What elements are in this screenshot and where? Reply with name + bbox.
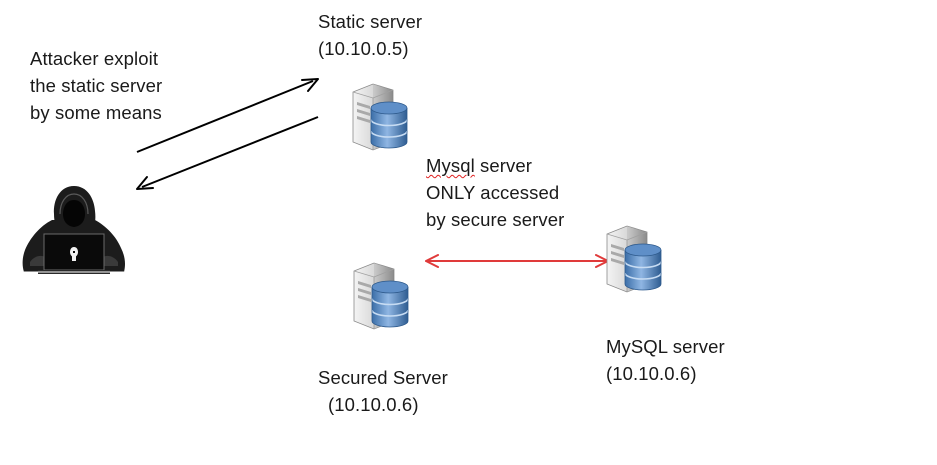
note-line-1-rest: server [474, 155, 533, 176]
static-to-attacker-arrow [136, 116, 319, 190]
secured-server-ip: (10.10.0.6) [328, 394, 419, 415]
attacker-line-1: Attacker exploit [30, 48, 159, 69]
static-server-icon [352, 83, 408, 151]
mysql-access-note: Mysql server ONLY accessed by secure ser… [426, 152, 564, 233]
mysql-server-ip: (10.10.0.6) [606, 363, 697, 384]
static-server-ip: (10.10.0.5) [318, 38, 409, 59]
static-server-label: Static server (10.10.0.5) [318, 8, 422, 62]
spellcheck-word: Mysql [426, 155, 475, 176]
note-line-2: ONLY accessed [426, 182, 560, 203]
static-server-name: Static server [318, 11, 423, 32]
note-line-3: by secure server [426, 209, 565, 230]
attacker-line-2: the static server [30, 75, 163, 96]
secured-server-label: Secured Server (10.10.0.6) [318, 364, 448, 418]
mysql-server-label: MySQL server (10.10.0.6) [606, 333, 725, 387]
note-line-1: Mysql server [426, 152, 564, 179]
secured-mysql-connection-arrow [425, 254, 609, 268]
attacker-description: Attacker exploit the static server by so… [30, 45, 162, 126]
mysql-server-icon [606, 225, 662, 293]
hooded-hacker-laptop-icon [22, 186, 125, 274]
attacker-line-3: by some means [30, 102, 162, 123]
secured-server-name: Secured Server [318, 367, 448, 388]
attacker-to-static-arrow [136, 78, 319, 153]
mysql-server-name: MySQL server [606, 336, 725, 357]
secured-server-icon [353, 262, 409, 330]
